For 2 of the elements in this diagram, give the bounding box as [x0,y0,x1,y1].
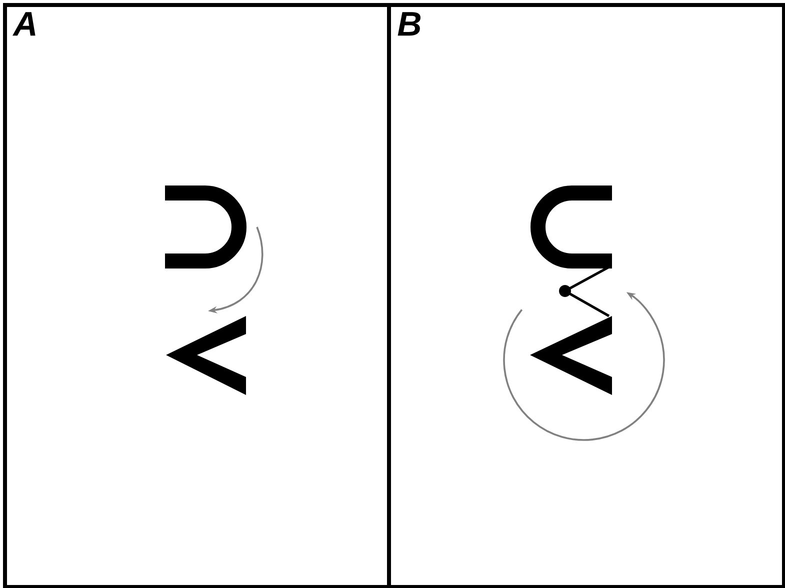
panel-letter: A [12,12,36,36]
panel-letter: B [398,12,420,36]
